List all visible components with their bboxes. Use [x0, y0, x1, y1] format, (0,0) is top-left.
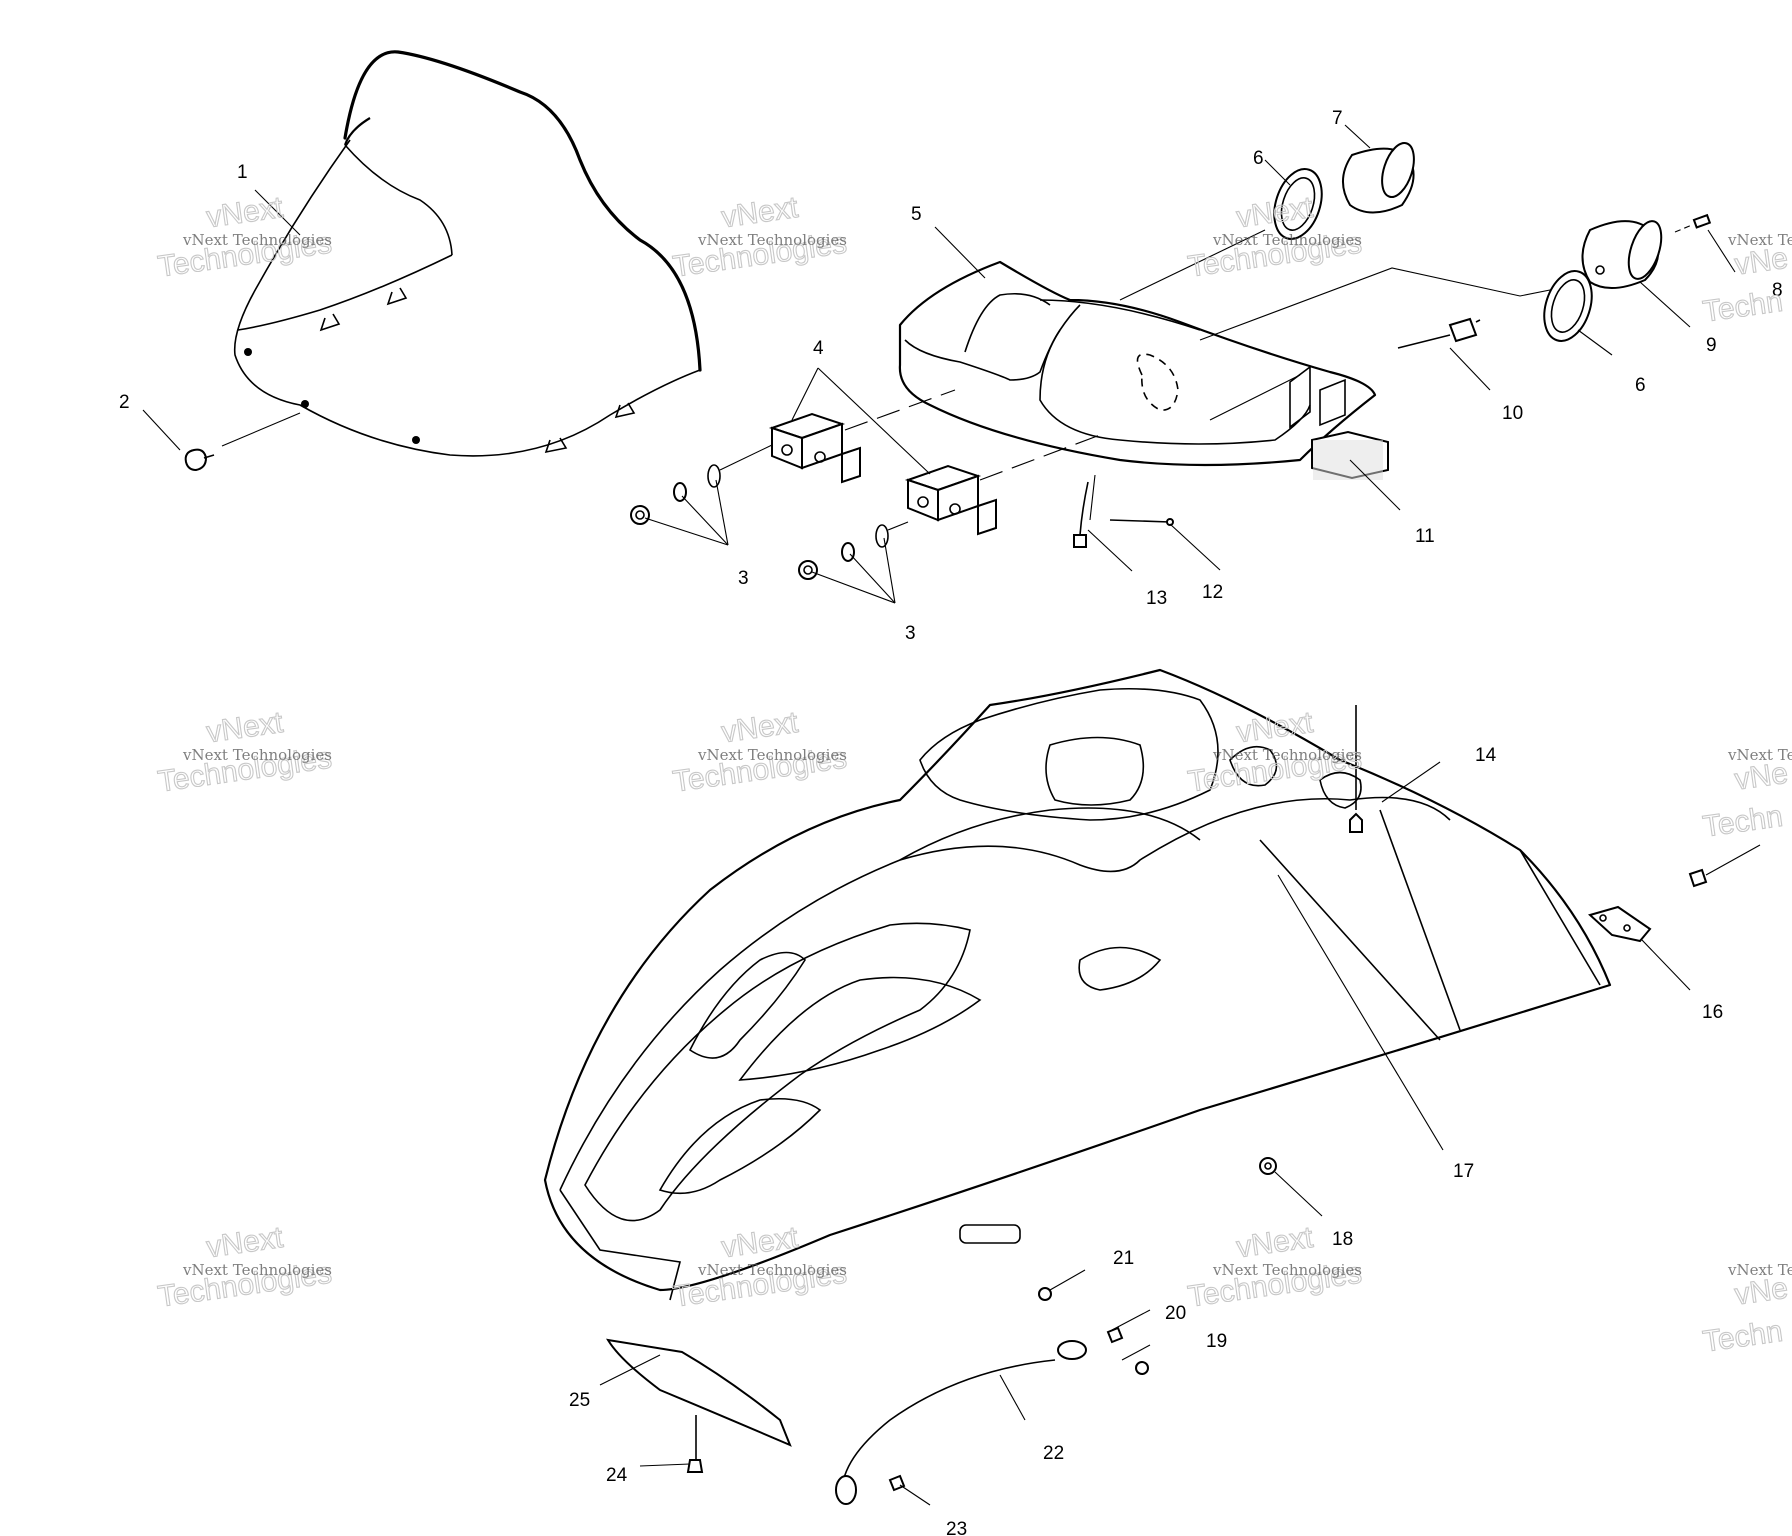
callout-14: 14: [1475, 745, 1497, 766]
callout-8: 8: [1772, 280, 1783, 301]
callout-10: 10: [1502, 403, 1523, 424]
callout-20: 20: [1165, 1303, 1186, 1324]
watermark-small: vNext Technologies: [697, 231, 847, 249]
skid-plate-part: [606, 1338, 792, 1473]
watermark-large-top: vNext: [719, 191, 800, 234]
callout-24: 24: [606, 1465, 628, 1486]
watermark-small: vNext Technologies: [182, 231, 332, 249]
windshield-part: [233, 50, 702, 457]
watermark-partial-top: vNe: [1733, 242, 1790, 282]
callout-6a: 6: [1253, 148, 1264, 169]
watermark-large-top: vNext: [719, 1221, 800, 1264]
callout-17: 17: [1453, 1161, 1474, 1182]
watermark-large-top: vNext: [719, 706, 800, 749]
callout-16: 16: [1702, 1002, 1723, 1023]
side-fastener-part: [1688, 844, 1761, 888]
callout-21: 21: [1113, 1248, 1134, 1269]
callout-19: 19: [1206, 1331, 1227, 1352]
watermark-small: vNext Technologies: [182, 1261, 332, 1279]
callout-6b: 6: [1635, 375, 1646, 396]
callout-3a: 3: [738, 568, 749, 589]
fastener-part: [1349, 705, 1363, 833]
watermark-small: vNext Technologies: [182, 746, 332, 764]
watermark-partial-bottom: Techn: [1701, 285, 1785, 329]
wire-connector-part: [1073, 481, 1174, 548]
watermark-small: vNext Technologies: [1212, 1261, 1362, 1279]
mount-bracket-part: [768, 412, 997, 536]
watermark: vNext Technologies vNext Technologies vN…: [155, 190, 1792, 1359]
tether-cable-part: [835, 1287, 1149, 1505]
small-bulb-part: [1674, 213, 1712, 233]
callout-9: 9: [1706, 335, 1717, 356]
gauge-part: [1342, 142, 1663, 289]
watermark-partial-top: vNe: [1733, 757, 1790, 797]
callout-4: 4: [813, 338, 824, 359]
callout-18: 18: [1332, 1229, 1353, 1250]
watermark-small-partial: vNext Te: [1727, 1261, 1792, 1279]
watermark-small-partial: vNext Te: [1727, 231, 1792, 249]
watermark-partial-bottom: Techn: [1701, 1315, 1785, 1359]
watermark-large-top: vNext: [204, 706, 285, 749]
watermark-small: vNext Technologies: [697, 1261, 847, 1279]
instrument-console-part: [898, 260, 1389, 480]
callout-1: 1: [237, 162, 248, 183]
callout-23: 23: [946, 1519, 967, 1536]
watermark-small: vNext Technologies: [1212, 231, 1362, 249]
watermark-partial-top: vNe: [1733, 1272, 1790, 1312]
callout-leaders: [142, 124, 1736, 1506]
callout-22: 22: [1043, 1443, 1064, 1464]
gauge-bezel-part: [1273, 168, 1593, 342]
leader-lines: [844, 229, 1561, 521]
callout-3b: 3: [905, 623, 916, 644]
watermark-small: vNext Technologies: [697, 746, 847, 764]
grommet-part: [1259, 1157, 1277, 1175]
callout-7: 7: [1332, 108, 1343, 129]
bolt-part: [184, 412, 301, 472]
callout-5: 5: [911, 204, 922, 225]
hood-latch-part: [1587, 905, 1652, 943]
watermark-small: vNext Technologies: [1212, 746, 1362, 764]
callout-12: 12: [1202, 582, 1223, 603]
callout-labels: 1 2 3 3 4 5 6 6 7 8 9 10 11 12 13 14 16 …: [119, 108, 1783, 1536]
callout-2: 2: [119, 392, 130, 413]
callout-13: 13: [1146, 588, 1167, 609]
watermark-large-top: vNext: [204, 1221, 285, 1264]
watermark-large-top: vNext: [1234, 1221, 1315, 1264]
callout-25: 25: [569, 1390, 590, 1411]
watermark-large-top: vNext: [1234, 706, 1315, 749]
bulb-socket-part: [1397, 317, 1481, 349]
watermark-partial-bottom: Techn: [1701, 800, 1785, 844]
hood-part: [543, 668, 1612, 1301]
callout-11: 11: [1415, 526, 1435, 547]
nut-washer-set-part: [630, 444, 909, 580]
watermark-large-top: vNext: [204, 191, 285, 234]
watermark-small-partial: vNext Te: [1727, 746, 1792, 764]
